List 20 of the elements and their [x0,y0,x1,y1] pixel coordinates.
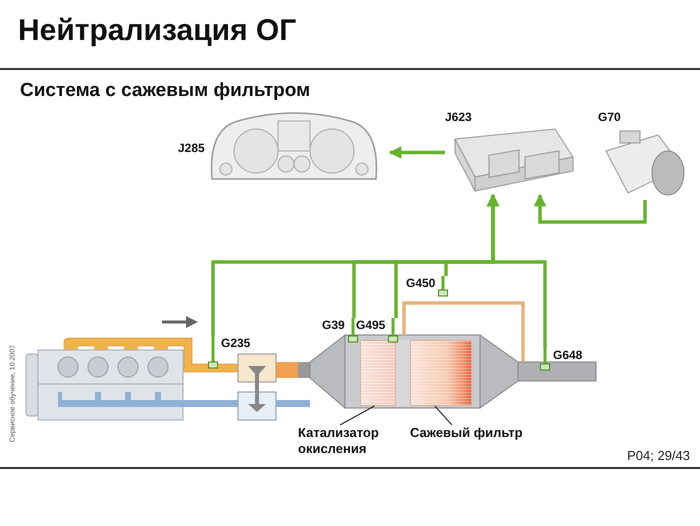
part-caption: Сажевый фильтр [410,425,523,441]
component-label: J285 [178,141,205,155]
signal-arrow [388,146,445,159]
catalyst-element [360,340,396,406]
filter-element [410,340,472,406]
component-label: G70 [598,110,621,124]
part-caption: Катализатор окисления [298,425,380,456]
component-label: J623 [445,110,472,124]
signal-arrow [534,194,647,224]
sensor-label: G450 [406,276,436,290]
leader-line [434,406,452,426]
page-number: P04; 29/43 [627,448,690,463]
sensor-label: G39 [322,318,345,332]
sensor-label: G495 [356,318,386,332]
section-heading: Система с сажевым фильтром [20,80,310,102]
sensor-label: G648 [553,348,582,362]
signal-arrow [486,194,547,348]
sensor-label: G235 [221,336,250,350]
leader-line [340,406,375,426]
page-title: Нейтрализация ОГ [18,14,296,48]
